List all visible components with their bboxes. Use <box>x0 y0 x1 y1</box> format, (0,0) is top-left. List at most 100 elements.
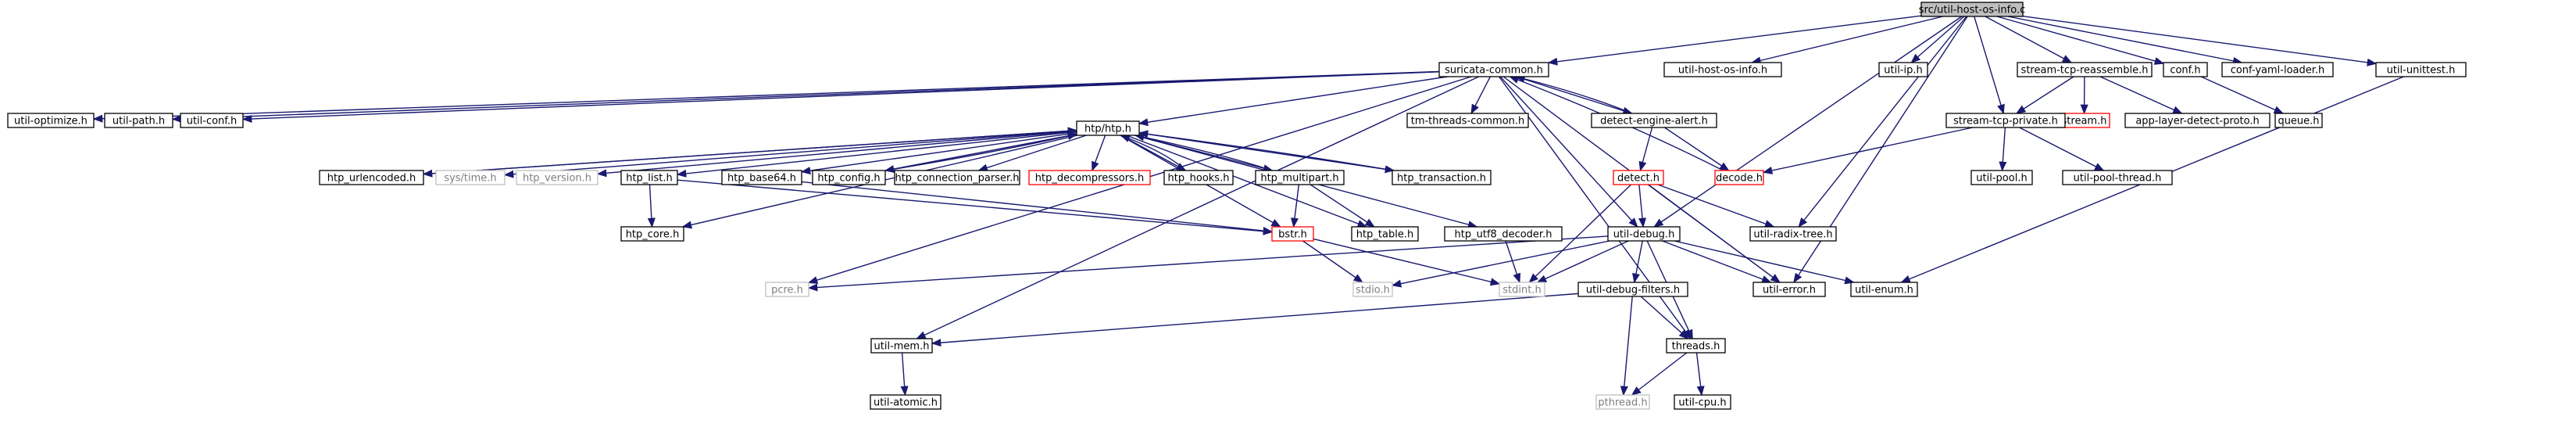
node-box <box>870 338 933 354</box>
edge-detect-to-util-debug <box>1638 184 1647 228</box>
node-label: htp_utf8_decoder.h <box>1455 229 1552 241</box>
node-htp-config[interactable]: htp_config.h <box>812 170 886 185</box>
node-label: stream.h <box>2062 116 2107 127</box>
node-htp-urlencoded[interactable]: htp_urlencoded.h <box>319 170 424 185</box>
node-util-debug[interactable]: util-debug.h <box>1607 226 1681 242</box>
node-util-mem[interactable]: util-mem.h <box>870 338 933 354</box>
node-box <box>1714 170 1764 185</box>
node-box <box>104 113 173 128</box>
node-box <box>1444 226 1563 242</box>
node-box <box>2274 113 2323 128</box>
node-htp-transaction[interactable]: htp_transaction.h <box>1392 170 1492 185</box>
node-box <box>1406 113 1529 128</box>
node-util-unittest[interactable]: util-unittest.h <box>2375 62 2467 77</box>
node-label: htp_decompressors.h <box>1035 173 1144 185</box>
edge-conf-to-queue <box>2200 76 2285 114</box>
node-box <box>1920 2 2024 17</box>
node-pthread[interactable]: pthread.h <box>1595 394 1650 410</box>
node-util-error[interactable]: util-error.h <box>1752 282 1826 297</box>
edge-util-debug-to-pcre <box>807 235 1609 292</box>
node-stdint[interactable]: stdint.h <box>1499 282 1545 297</box>
node-box <box>2221 62 2334 77</box>
edge-htp-transaction-to-htp <box>1138 130 1395 171</box>
node-bstr[interactable]: bstr.h <box>1271 226 1314 242</box>
node-stream[interactable]: stream.h <box>2058 113 2110 128</box>
node-decode[interactable]: decode.h <box>1714 170 1764 185</box>
node-detect[interactable]: detect.h <box>1613 170 1664 185</box>
node-pcre[interactable]: pcre.h <box>765 282 809 297</box>
node-htp-base64[interactable]: htp_base64.h <box>721 170 802 185</box>
node-label: htp_version.h <box>523 173 591 185</box>
edge-threads-to-util-cpu <box>1695 352 1705 397</box>
node-app-layer-detect-proto[interactable]: app-layer-detect-proto.h <box>2124 113 2271 128</box>
node-htp-list[interactable]: htp_list.h <box>620 170 678 185</box>
node-htp[interactable]: htp/htp.h <box>1076 120 1140 136</box>
node-box <box>1499 282 1545 297</box>
node-util-host-os-info[interactable]: util-host-os-info.h <box>1663 62 1782 77</box>
edge-suricata-common-to-detect-engine-alert <box>1516 76 1633 115</box>
edge-util-debug-filters-to-threads <box>1640 296 1689 339</box>
node-htp-utf8-decoder[interactable]: htp_utf8_decoder.h <box>1444 226 1563 242</box>
node-util-ip[interactable]: util-ip.h <box>1878 62 1928 77</box>
node-util-atomic[interactable]: util-atomic.h <box>870 394 941 410</box>
node-label: suricata-common.h <box>1445 65 1543 77</box>
nodes-layer: src/util-host-os-info.c suricata-common.h… <box>7 2 2467 410</box>
node-root[interactable]: src/util-host-os-info.c <box>1919 2 2025 17</box>
edge-htp-to-htp-config <box>884 133 1077 173</box>
node-box <box>1878 62 1928 77</box>
node-util-optimize[interactable]: util-optimize.h <box>7 113 95 128</box>
edge-root-to-conf <box>1996 16 2165 65</box>
edge-util-debug-to-util-enum <box>1674 240 1855 285</box>
edge-util-debug-filters-to-pthread <box>1620 296 1633 397</box>
edge-suricata-common-to-htp <box>1138 76 1448 127</box>
node-util-radix-tree[interactable]: util-radix-tree.h <box>1749 226 1837 242</box>
node-queue[interactable]: queue.h <box>2274 113 2323 128</box>
node-util-enum[interactable]: util-enum.h <box>1850 282 1918 297</box>
edge-stream-tcp-private-to-util-pool <box>1999 127 2007 172</box>
node-label: htp_core.h <box>626 229 680 241</box>
node-stream-tcp-private[interactable]: stream-tcp-private.h <box>1945 113 2066 128</box>
node-box <box>721 170 802 185</box>
node-threads[interactable]: threads.h <box>1666 338 1726 354</box>
node-htp-table[interactable]: htp_table.h <box>1351 226 1419 242</box>
edge-htp-hooks-to-htp <box>1120 135 1186 171</box>
edge-htp-urlencoded-to-htp <box>423 127 1078 175</box>
node-util-conf[interactable]: util-conf.h <box>180 113 244 128</box>
edge-util-debug-to-stdio <box>1391 240 1610 288</box>
node-stream-tcp-reassemble[interactable]: stream-tcp-reassemble.h <box>2017 62 2153 77</box>
node-box <box>1850 282 1918 297</box>
node-box <box>1970 170 2033 185</box>
node-htp-connection-parser[interactable]: htp_connection_parser.h <box>894 170 1020 185</box>
node-tm-threads-common[interactable]: tm-threads-common.h <box>1406 113 1529 128</box>
node-label: stdint.h <box>1502 285 1541 296</box>
node-box <box>870 394 941 410</box>
node-detect-engine-alert[interactable]: detect-engine-alert.h <box>1591 113 1717 128</box>
node-conf[interactable]: conf.h <box>2163 62 2208 77</box>
edge-htp-to-htp-decompressors <box>1091 135 1106 172</box>
node-util-pool-thread[interactable]: util-pool-thread.h <box>2062 170 2173 185</box>
node-htp-hooks[interactable]: htp_hooks.h <box>1163 170 1234 185</box>
node-label: htp_transaction.h <box>1397 173 1486 185</box>
node-util-pool[interactable]: util-pool.h <box>1970 170 2033 185</box>
node-suricata-common[interactable]: suricata-common.h <box>1438 62 1549 77</box>
node-label: htp_connection_parser.h <box>895 173 1019 185</box>
node-stdio[interactable]: stdio.h <box>1352 282 1393 297</box>
node-label: pcre.h <box>771 285 803 296</box>
node-htp-version[interactable]: htp_version.h <box>516 170 598 185</box>
node-box <box>1352 282 1393 297</box>
edge-htp-list-to-htp-core <box>647 184 656 228</box>
node-util-path[interactable]: util-path.h <box>104 113 173 128</box>
node-util-cpu[interactable]: util-cpu.h <box>1674 394 1731 410</box>
node-sys-time[interactable]: sys/time.h <box>435 170 506 185</box>
node-htp-core[interactable]: htp_core.h <box>620 226 684 242</box>
edge-htp-to-htp-table <box>1126 135 1368 228</box>
node-label: detect.h <box>1617 173 1660 185</box>
node-conf-yaml-loader[interactable]: conf-yaml-loader.h <box>2221 62 2334 77</box>
node-htp-multipart[interactable]: htp_multipart.h <box>1255 170 1345 185</box>
node-htp-decompressors[interactable]: htp_decompressors.h <box>1028 170 1151 185</box>
node-util-debug-filters[interactable]: util-debug-filters.h <box>1577 282 1688 297</box>
edge-util-debug-to-stdint <box>1536 240 1629 283</box>
edge-htp-base64-to-bstr <box>801 181 1274 235</box>
node-label: tm-threads-common.h <box>1411 116 1525 127</box>
node-box <box>1674 394 1731 410</box>
